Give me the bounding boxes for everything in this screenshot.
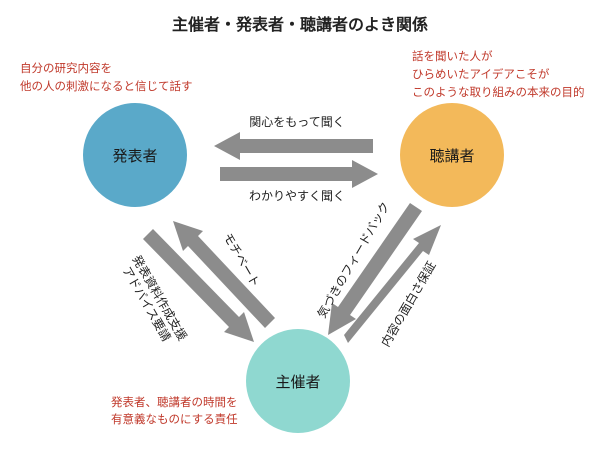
presenter-label: 発表者 [112,147,157,165]
arrow-listener-to-organizer [328,203,422,335]
listener-circle [400,103,504,207]
organizer-node: 主催者 [246,329,350,433]
diagram-title: 主催者・発表者・聴講者のよき関係 [172,15,428,34]
listener-label: 聴講者 [429,147,474,165]
presenter-note-line-2: 他の人の刺激になると信じて話す [20,79,193,93]
arrow-presenter-to-organizer [143,229,254,342]
arrow-organizer-to-presenter [173,221,275,328]
arrow-label-presenter-to-listener: わかりやすく聞く [249,189,345,203]
listener-note-line-2: ひらめいたアイデアこそが [412,67,550,81]
arrow-label-listener-to-presenter: 関心をもって聞く [249,115,344,129]
organizer-circle [246,329,350,433]
presenter-circle [83,103,187,207]
listener-note-line-3: このような取り組みの本来の目的 [412,85,585,99]
arrow-organizer-to-listener [344,225,441,343]
organizer-note-line-1: 発表者、聴講者の時間を [111,395,238,409]
arrow-label-organizer-to-listener: 内容の面白さ保証 [378,258,439,349]
organizer-label: 主催者 [275,373,320,391]
organizer-note-line-2: 有意義なものにする責任 [111,412,238,426]
listener-node: 聴講者 [400,103,504,207]
arrow-listener-to-presenter [214,132,373,160]
presenter-node: 発表者 [83,103,187,207]
listener-note-line-1: 話を聞いた人が [412,49,493,63]
presenter-note-line-1: 自分の研究内容を [20,61,112,75]
arrow-presenter-to-listener [220,160,378,188]
